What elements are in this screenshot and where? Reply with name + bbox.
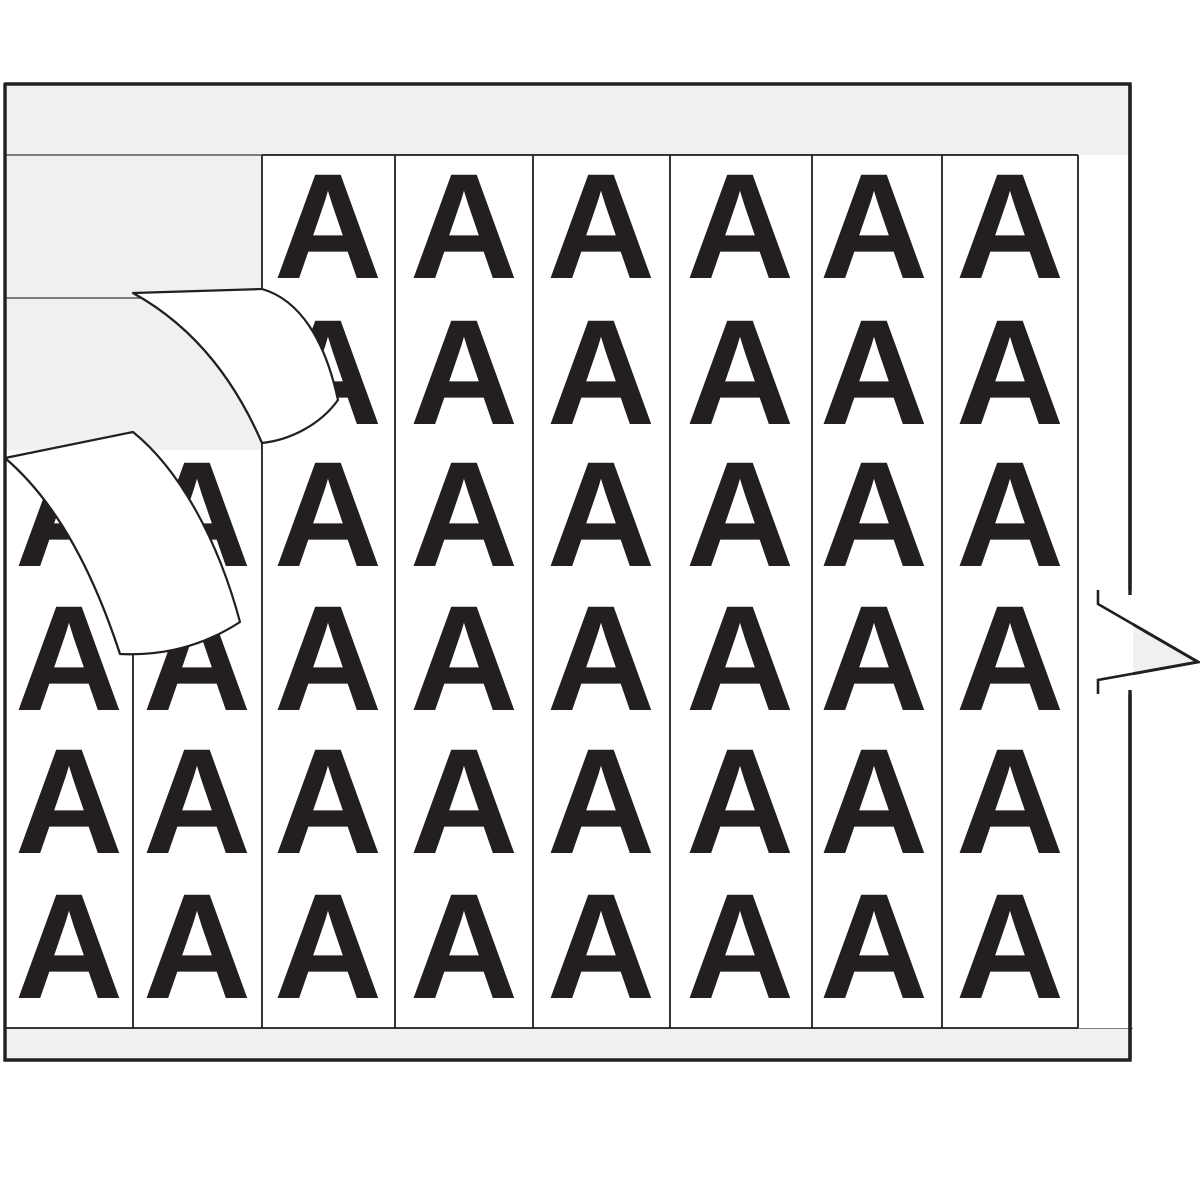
- label-cell-r4c5: A: [547, 574, 655, 742]
- label-cell-r1c8: A: [956, 142, 1064, 310]
- label-cell-r4c4: A: [410, 574, 518, 742]
- label-cell-r6c3: A: [274, 862, 382, 1030]
- right-edge-tear-notch: [1096, 590, 1200, 694]
- label-cell-r3c4: A: [410, 430, 518, 598]
- label-cell-r5c4: A: [410, 717, 518, 885]
- label-sheet-white-field: [262, 155, 1133, 1028]
- label-cell-r5c5: A: [547, 717, 655, 885]
- label-cell-r6c8: A: [956, 862, 1064, 1030]
- label-cell-r6c7: A: [820, 862, 928, 1030]
- label-cell-r5c1: A: [15, 717, 123, 885]
- label-cell-r6c6: A: [686, 862, 794, 1030]
- label-cell-r4c8: A: [956, 574, 1064, 742]
- label-cell-r4c6: A: [686, 574, 794, 742]
- label-cell-r5c2: A: [143, 717, 251, 885]
- label-cell-r3c8: A: [956, 430, 1064, 598]
- label-column-dividers: [4, 154, 1079, 1029]
- label-cell-r5c6: A: [686, 717, 794, 885]
- label-cell-r4c3: A: [274, 574, 382, 742]
- peeled-label-lower[interactable]: [3, 430, 242, 656]
- label-cell-r6c1: A: [15, 862, 123, 1030]
- label-cell-r2c6: A: [686, 288, 794, 456]
- peeled-label-upper[interactable]: [131, 287, 340, 445]
- label-cell-r3c3: A: [274, 430, 382, 598]
- label-cell-r6c5: A: [547, 862, 655, 1030]
- label-cell-r2c4: A: [410, 288, 518, 456]
- label-cell-r3c7: A: [820, 430, 928, 598]
- label-cell-r5c8: A: [956, 717, 1064, 885]
- label-cell-r1c6: A: [686, 142, 794, 310]
- label-cell-r2c7: A: [820, 288, 928, 456]
- label-cell-r4c7: A: [820, 574, 928, 742]
- label-cell-r5c7: A: [820, 717, 928, 885]
- label-cell-r2c5: A: [547, 288, 655, 456]
- label-cell-r1c7: A: [820, 142, 928, 310]
- label-cell-r6c4: A: [410, 862, 518, 1030]
- label-cell-r5c3: A: [274, 717, 382, 885]
- label-cell-r1c3: A: [274, 142, 382, 310]
- label-cell-r3c6: A: [686, 430, 794, 598]
- label-cell-r1c5: A: [547, 142, 655, 310]
- label-cell-r6c2: A: [143, 862, 251, 1030]
- label-cell-r1c4: A: [410, 142, 518, 310]
- label-cell-r2c8: A: [956, 288, 1064, 456]
- label-cell-r3c5: A: [547, 430, 655, 598]
